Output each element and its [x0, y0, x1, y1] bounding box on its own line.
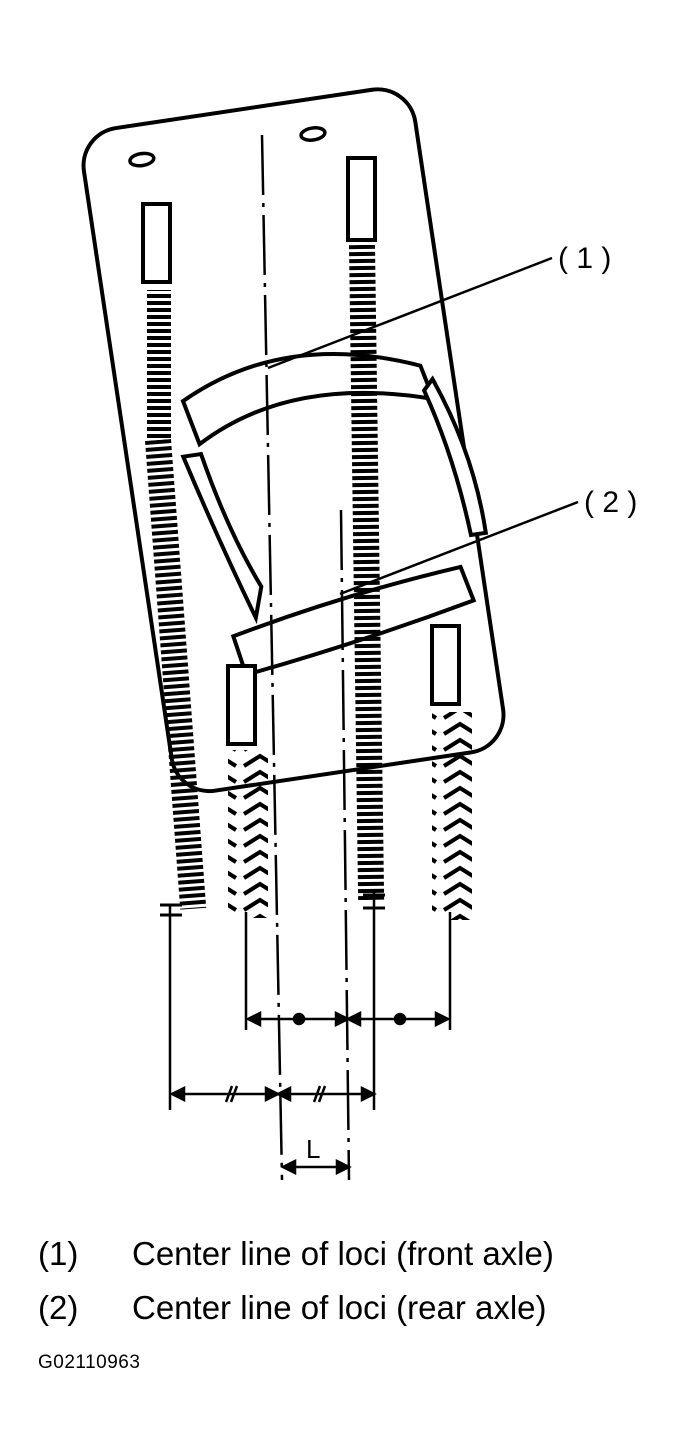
front-right-track	[349, 244, 385, 1110]
legend-item-rear-axle: (2) Center line of loci (rear axle)	[38, 1291, 547, 1324]
center-line-front-axle	[260, 134, 284, 1181]
legend-text: Center line of loci (front axle)	[132, 1235, 554, 1272]
center-line-rear-axle	[339, 509, 351, 1181]
legend-number: (2)	[38, 1289, 79, 1326]
plate-arc-bottom	[230, 564, 477, 678]
offset-dimension-L	[280, 1158, 352, 1176]
pad-front-right	[346, 156, 377, 242]
pad-rear-left	[226, 664, 257, 746]
plate-arc-left	[180, 451, 264, 625]
leader-line-1	[267, 256, 553, 370]
legend-text: Center line of loci (rear axle)	[132, 1289, 547, 1326]
plate-hole-left	[128, 151, 156, 168]
rear-left-track	[228, 750, 268, 1030]
wheel-alignment-diagram: ( 1 ) ( 2 ) L	[81, 87, 637, 1181]
dimension-L-label: L	[306, 1134, 320, 1164]
rear-right-track	[432, 712, 472, 1030]
front-left-track	[145, 290, 207, 1110]
callout-label-2: ( 2 )	[584, 486, 637, 519]
pad-rear-right	[430, 624, 461, 706]
plate-arc-right	[421, 375, 489, 538]
legend-number: (1)	[38, 1235, 79, 1272]
leader-line-2	[339, 500, 579, 596]
plate-hole-right	[299, 126, 327, 142]
figure-code: G02110963	[38, 1352, 141, 1373]
pad-front-left	[141, 202, 172, 284]
legend-item-front-axle: (1) Center line of loci (front axle)	[38, 1237, 554, 1270]
front-dimension	[169, 1085, 377, 1103]
rear-dimension	[245, 1010, 451, 1028]
callout-label-1: ( 1 )	[558, 242, 611, 275]
